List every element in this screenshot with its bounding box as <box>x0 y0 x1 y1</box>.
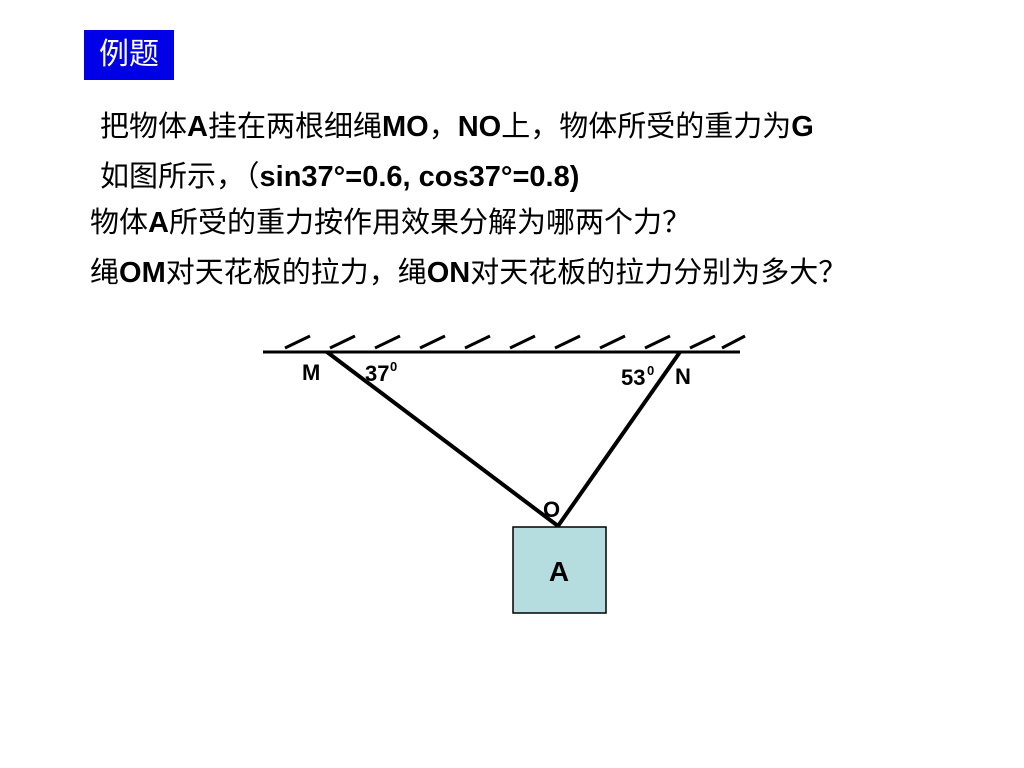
problem-line-3: 物体A所受的重力按作用效果分解为哪两个力？ <box>90 205 691 239</box>
angle-n-superscript: 0 <box>647 363 654 378</box>
example-tag: 例题 <box>84 30 174 80</box>
ceiling-hatching <box>284 334 746 350</box>
problem-line-4: 绳OM对天花板的拉力，绳ON对天花板的拉力分别为多大？ <box>90 255 848 289</box>
angle-n-label: 53 <box>621 365 645 390</box>
point-n-label: N <box>675 364 691 389</box>
rope-on <box>556 350 682 528</box>
point-m-label: M <box>302 360 320 385</box>
rope-om <box>325 350 560 528</box>
block-a-label: A <box>549 556 569 587</box>
problem-line-2: 如图所示，（sin37°=0.6, cos37°=0.8) <box>100 159 580 193</box>
block-a <box>512 526 607 614</box>
problem-line-1: 把物体A挂在两根细绳MO，NO上，物体所受的重力为G <box>100 109 814 143</box>
angle-m-label: 37 <box>365 361 389 386</box>
point-o-label: O <box>543 497 560 522</box>
angle-m-superscript: 0 <box>390 359 397 374</box>
